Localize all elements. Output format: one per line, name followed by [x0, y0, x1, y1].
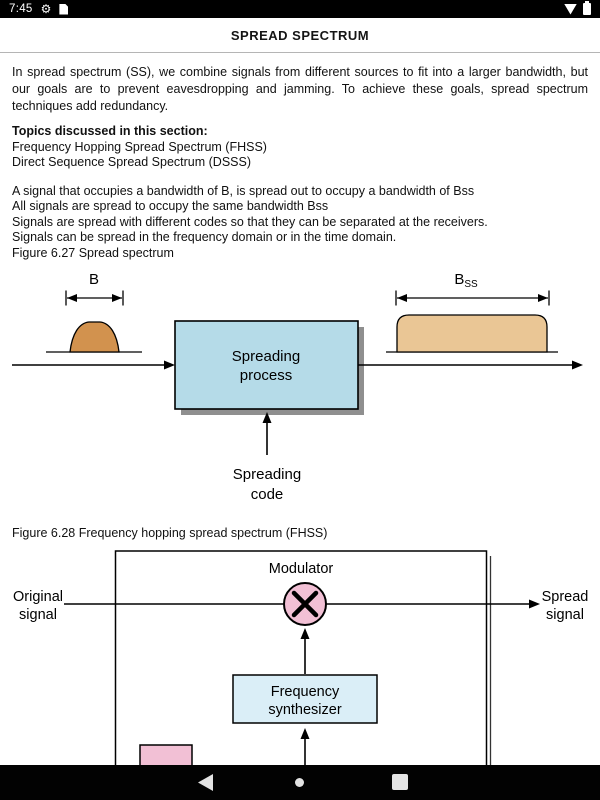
- point-line: All signals are spread to occupy the sam…: [12, 199, 329, 213]
- spacer: [12, 171, 588, 184]
- narrow-signal-hump: [69, 321, 120, 353]
- spreading-process-box: [174, 320, 359, 410]
- frequency-synthesizer-box: [232, 674, 378, 724]
- spread-signal-label-1: Spread: [542, 589, 589, 605]
- arrowhead-spread-signal: [529, 599, 540, 609]
- arrowhead-right: [538, 294, 548, 302]
- battery-icon: [583, 1, 591, 15]
- topic-item: Frequency Hopping Spread Spectrum (FHSS): [12, 139, 267, 154]
- recents-button-icon[interactable]: [392, 774, 408, 790]
- figure-6-28-diagram: Modulator Original signal Spread signal …: [13, 550, 589, 765]
- synthesizer-label-2: synthesizer: [268, 702, 342, 718]
- wifi-icon: [564, 3, 577, 15]
- arrowhead-output: [572, 360, 583, 370]
- point-line: Signals are spread with different codes …: [12, 214, 488, 229]
- document-content[interactable]: In spread spectrum (SS), we combine sign…: [12, 64, 588, 261]
- status-bar: 7:45 ⚙: [0, 0, 600, 18]
- file-notification-icon: [59, 3, 69, 15]
- point-line: Signals can be spread in the frequency d…: [12, 230, 397, 244]
- figure-6-27-diagram: B BSS Spreading process Spreading code: [12, 271, 583, 503]
- app-header: SPREAD SPECTRUM: [0, 18, 600, 53]
- status-bar-left: 7:45 ⚙: [9, 2, 69, 16]
- arrowhead-right: [112, 294, 122, 302]
- back-button-icon[interactable]: [198, 774, 213, 791]
- intro-paragraph: In spread spectrum (SS), we combine sign…: [12, 65, 588, 113]
- navigation-bar: [0, 765, 600, 800]
- arrowhead-left: [397, 294, 407, 302]
- status-bar-right: [564, 1, 591, 15]
- topics-heading: Topics discussed in this section:: [12, 124, 208, 138]
- spreading-process-label-1: Spreading: [232, 348, 300, 365]
- arrowhead-up: [262, 412, 272, 423]
- modulator-label: Modulator: [269, 561, 334, 577]
- arrowhead-up: [300, 728, 310, 739]
- bandwidth-b-label: B: [89, 271, 99, 288]
- figure-6-27-caption: Figure 6.27 Spread spectrum: [12, 245, 174, 260]
- spreading-code-label-1: Spreading: [233, 466, 301, 483]
- modulator-frame: [114, 550, 488, 765]
- synthesizer-label-1: Frequency: [271, 684, 340, 700]
- point-line: A signal that occupies a bandwidth of B,…: [12, 183, 475, 198]
- home-button-icon[interactable]: [295, 778, 304, 787]
- spread-signal-hump: [396, 314, 548, 353]
- settings-gear-icon: ⚙: [40, 2, 52, 16]
- topic-item: Direct Sequence Spread Spectrum (DSSS): [12, 155, 251, 169]
- bandwidth-bss-label: BSS: [454, 271, 478, 290]
- spread-signal-label-2: signal: [546, 607, 584, 623]
- spreading-code-label-2: code: [251, 486, 284, 503]
- original-signal-label-1: Original: [13, 589, 63, 605]
- figure-6-28-caption: Figure 6.28 Frequency hopping spread spe…: [12, 526, 328, 540]
- spreading-process-label-2: process: [240, 367, 293, 384]
- arrowhead-into-box: [164, 360, 175, 370]
- page-title: SPREAD SPECTRUM: [230, 27, 370, 43]
- clock: 7:45: [9, 3, 33, 15]
- arrowhead-left: [67, 294, 77, 302]
- multiplier-x: [291, 590, 319, 618]
- arrowhead-up: [300, 628, 310, 639]
- partial-code-generator-box: [139, 744, 193, 765]
- original-signal-label-2: signal: [19, 607, 57, 623]
